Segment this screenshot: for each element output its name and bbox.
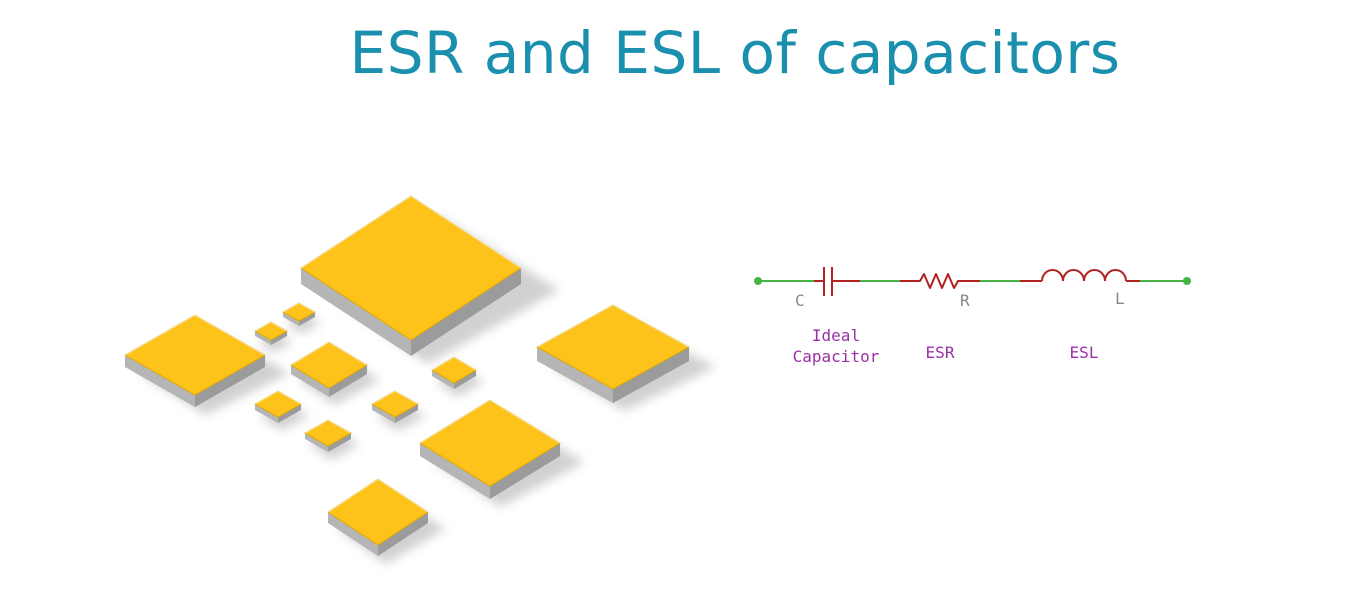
inductor-symbol bbox=[1020, 269, 1140, 282]
capacitor-symbol bbox=[814, 267, 860, 296]
chip-small-6 bbox=[303, 419, 360, 460]
chip-small-4 bbox=[253, 390, 310, 431]
terminal-right bbox=[1183, 277, 1191, 285]
chip-medium-bottom bbox=[327, 478, 446, 564]
smd-capacitors-illustration bbox=[123, 195, 716, 564]
inductor-designator: L bbox=[1115, 289, 1125, 308]
resistor-designator: R bbox=[960, 291, 970, 310]
capacitor-caption-line2: Capacitor bbox=[793, 347, 880, 366]
resistor-caption: ESR bbox=[926, 343, 955, 362]
equivalent-circuit-schematic: C R L Ideal Capacitor ESR ESL bbox=[754, 267, 1191, 366]
chip-small-3 bbox=[431, 356, 484, 397]
chip-small-5 bbox=[370, 390, 427, 431]
inductor-caption: ESL bbox=[1070, 343, 1099, 362]
resistor-symbol bbox=[900, 273, 980, 289]
chip-large-top bbox=[300, 195, 560, 364]
chip-small-1 bbox=[253, 321, 293, 353]
capacitor-caption-line1: Ideal bbox=[812, 326, 860, 345]
chip-small-2 bbox=[281, 302, 321, 334]
page-title: ESR and ESL of capacitors bbox=[349, 19, 1121, 87]
chip-large-bottom-right bbox=[419, 399, 585, 507]
chip-large-right bbox=[535, 304, 716, 411]
terminal-left bbox=[754, 277, 762, 285]
chip-large-left bbox=[123, 314, 290, 415]
capacitor-designator: C bbox=[795, 291, 805, 310]
chip-medium-center bbox=[290, 341, 381, 405]
